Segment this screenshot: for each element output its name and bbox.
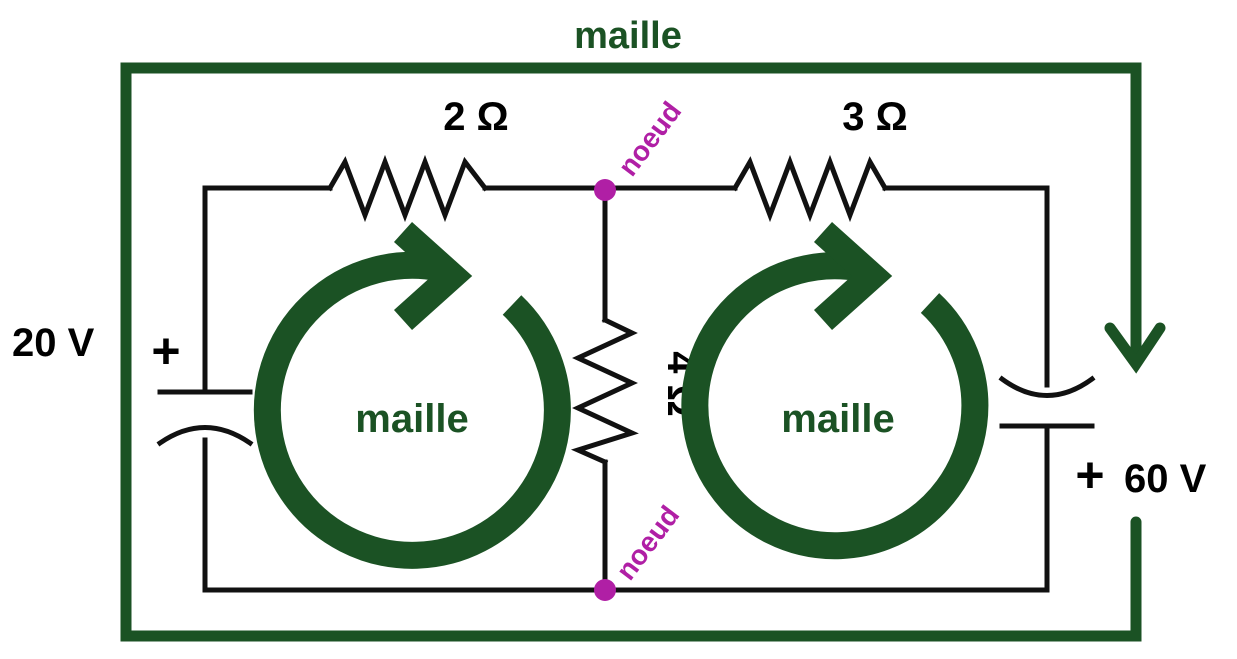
resistor-top-right-label: 3 Ω xyxy=(842,95,907,139)
voltage-source-left xyxy=(156,389,254,447)
left-loop-ring xyxy=(253,251,571,569)
right-loop-ring xyxy=(681,252,989,560)
resistor-4-ohm-symbol xyxy=(570,316,639,466)
right-loop-indicator xyxy=(681,221,989,560)
resistor-top-left-label: 2 Ω xyxy=(443,95,508,139)
outer-loop xyxy=(120,62,1166,642)
source-left-plus-sign: + xyxy=(151,323,180,379)
left-loop-arrowhead xyxy=(393,221,473,331)
source-right-plus-sign: + xyxy=(1075,447,1104,503)
outer-loop-path xyxy=(120,62,1142,642)
source-left-voltage-label: 20 V xyxy=(12,321,95,365)
resistor-2-ohm-symbol xyxy=(326,154,489,223)
node-bottom-dot xyxy=(594,579,616,601)
node-top-label: noeud xyxy=(612,96,687,182)
source-right-voltage-label: 60 V xyxy=(1124,457,1207,501)
node-bottom-label: noeud xyxy=(610,500,685,586)
left-loop-label: maille xyxy=(355,397,468,441)
wire-top-left xyxy=(202,185,333,393)
outer-loop-arrowhead xyxy=(1104,322,1166,374)
node-top-dot xyxy=(594,179,616,201)
source-right-plate-negative xyxy=(998,375,1096,398)
right-loop-label: maille xyxy=(781,397,894,441)
right-loop-arrowhead xyxy=(813,221,893,331)
wire-top-right xyxy=(882,185,1050,388)
resistor-3-ohm-symbol xyxy=(731,154,889,223)
outer-loop-label: maille xyxy=(574,15,682,57)
left-loop-indicator xyxy=(253,221,571,569)
source-left-plate-negative xyxy=(156,425,254,447)
wire-bottom xyxy=(202,427,1050,593)
voltage-source-right xyxy=(998,375,1096,429)
